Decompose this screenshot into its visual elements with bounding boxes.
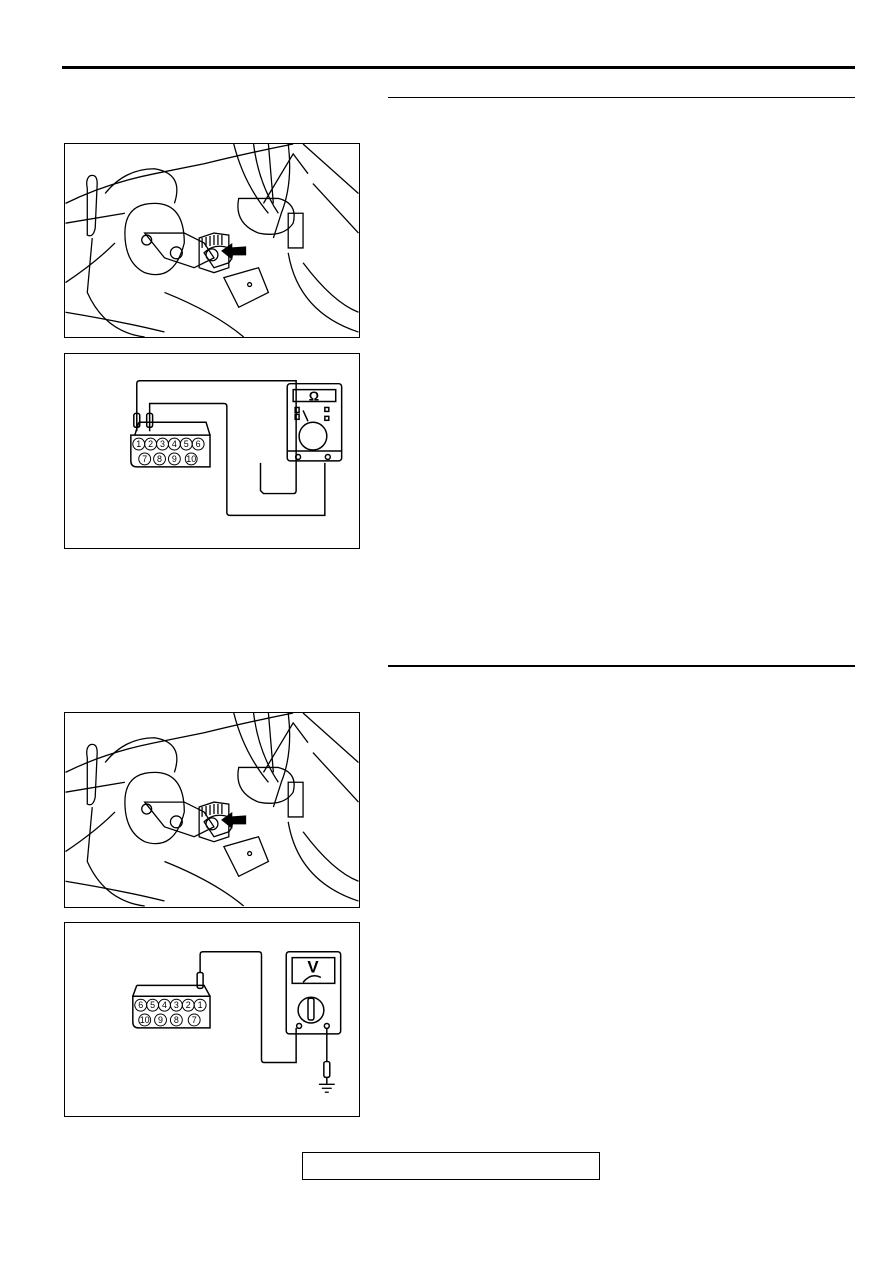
pin-label: 4 xyxy=(172,439,177,449)
section-rule-1 xyxy=(388,97,855,98)
pin-label: 8 xyxy=(157,454,162,464)
pin-label: 3 xyxy=(160,439,165,449)
ground-icon xyxy=(318,1083,335,1093)
pin-label: 7 xyxy=(192,1015,197,1025)
pin-label: 5 xyxy=(184,439,189,449)
pin-label: 3 xyxy=(174,1000,179,1010)
ohmmeter-diagram: Ω 1 2 3 4 5 6 7 8 9 10 xyxy=(130,379,343,517)
meter-symbol: V xyxy=(307,957,319,976)
pin-label: 4 xyxy=(162,1000,167,1010)
pin-label: 6 xyxy=(196,439,201,449)
header-rule xyxy=(62,66,855,69)
meter-symbol: Ω xyxy=(309,389,319,404)
section-rule-2 xyxy=(388,665,855,667)
voltmeter-diagram: V 6 5 4 3 2 1 10 9 8 7 xyxy=(132,950,342,1093)
pin-label: 7 xyxy=(142,454,147,464)
engine-illustration-2 xyxy=(65,713,359,907)
figure-sensor-location-1 xyxy=(64,143,360,338)
pin-label: 9 xyxy=(172,454,177,464)
pin-label: 2 xyxy=(148,439,153,449)
figure-resistance-check: Ω 1 2 3 4 5 6 7 8 9 10 xyxy=(64,353,360,549)
pin-label: 8 xyxy=(174,1015,179,1025)
pin-label: 9 xyxy=(158,1015,163,1025)
pin-label: 6 xyxy=(138,1000,143,1010)
pin-label: 1 xyxy=(136,439,141,449)
pin-label: 10 xyxy=(140,1015,150,1025)
pin-label: 2 xyxy=(186,1000,191,1010)
pin-label: 1 xyxy=(198,1000,203,1010)
footer-page-box xyxy=(302,1152,600,1180)
arrow-left-icon xyxy=(221,243,247,260)
figure-voltage-check: V 6 5 4 3 2 1 10 9 8 7 xyxy=(64,922,360,1117)
engine-illustration-1 xyxy=(65,144,359,337)
arrow-left-icon xyxy=(221,812,247,829)
pin-label: 10 xyxy=(186,454,196,464)
figure-sensor-location-2 xyxy=(64,712,360,908)
pin-label: 5 xyxy=(150,1000,155,1010)
